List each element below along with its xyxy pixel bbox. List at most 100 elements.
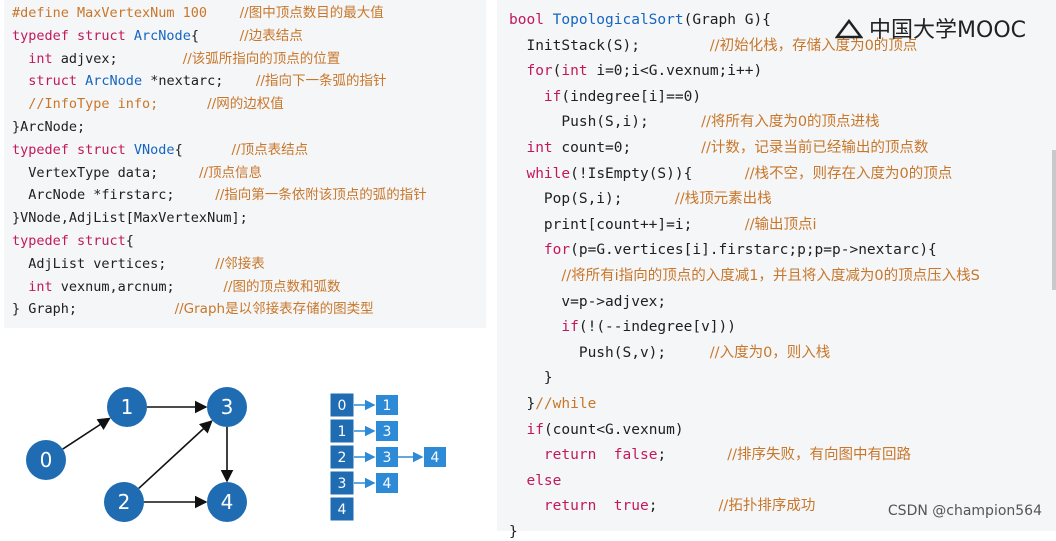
code-token (596, 498, 613, 514)
code-line: if(indegree[i]==0) (509, 88, 701, 106)
scrollbar[interactable] (1052, 150, 1056, 290)
code-token: #define MaxVertexNum 100 (12, 5, 208, 21)
code-line: AdjList vertices; //邻接表 (12, 255, 265, 273)
code-token (509, 498, 544, 514)
arc-node-4 (376, 473, 398, 493)
code-token: //排序失败，有向图中有回路 (727, 447, 912, 464)
code-token: typedef struct (12, 27, 134, 44)
code-token: //入度为0，则入栈 (709, 344, 831, 361)
code-token (596, 447, 613, 463)
code-token: InitStack(S); (509, 37, 710, 54)
arc-node-4 (424, 447, 446, 467)
code-token: }VNode,AdjList[MaxVertexNum]; (12, 210, 248, 227)
code-line: typedef struct ArcNode{ //边表结点 (12, 27, 303, 45)
code-token: while (526, 165, 571, 182)
code-token (509, 268, 561, 284)
code-token (509, 89, 544, 105)
code-token (207, 5, 240, 21)
code-line: VertexType data; //顶点信息 (12, 164, 262, 182)
code-token: false (613, 447, 658, 464)
code-token: Pop(S,i); (509, 191, 675, 208)
code-token: if (526, 421, 544, 438)
code-token (509, 140, 526, 156)
code-token: //将所有i指向的顶点的入度减1，并且将入度减为0的顶点压入栈S (561, 268, 980, 284)
code-token: ArcNode (85, 73, 143, 90)
code-token: (count<G.vexnum) (543, 421, 684, 438)
code-line: for(p=G.vertices[i].firstarc;p;p=p->next… (509, 241, 937, 259)
vertex-cell-label: 4 (338, 502, 347, 518)
code-token: VertexType data; (12, 164, 199, 181)
code-token: (!(--indegree[v])) (578, 319, 736, 336)
code-token: ArcNode (133, 27, 191, 44)
arc-node-label: 4 (431, 450, 440, 466)
arc-node-label: 1 (383, 398, 392, 414)
code-token: int (28, 278, 53, 295)
code-line: int count=0; //计数，记录当前已经输出的顶点数 (509, 139, 928, 157)
code-line: return false; //排序失败，有向图中有回路 (509, 446, 911, 464)
code-token: for (526, 63, 553, 80)
code-token: //网的边权值 (207, 96, 284, 113)
code-line: }ArcNode; (12, 118, 85, 136)
code-token: for (543, 242, 571, 259)
vertex-cell-4 (329, 496, 355, 522)
code-line: InitStack(S); //初始化栈，存储入度为0的顶点 (509, 37, 917, 55)
graph-node-label: 3 (221, 395, 234, 419)
code-token: } (509, 370, 553, 387)
code-token: } (509, 396, 536, 412)
code-token: ; (648, 498, 719, 515)
code-token: if (543, 88, 562, 105)
code-token: count=0; (552, 140, 702, 156)
code-token: //初始化栈，存储入度为0的顶点 (709, 37, 918, 54)
code-token (509, 166, 526, 182)
code-token: //边表结点 (239, 27, 303, 44)
code-line: if(!(--indegree[v])) (509, 318, 736, 336)
code-token: //图的顶点数和弧数 (223, 278, 341, 295)
code-token: TopologicalSort (552, 12, 684, 28)
code-token: ( (552, 63, 562, 80)
code-line: //InfoType info; //网的边权值 (12, 95, 284, 113)
code-token: return (543, 498, 597, 515)
code-token (509, 319, 561, 335)
topological-sort-code-panel: bool TopologicalSort(Graph G){ InitStack… (497, 0, 1056, 540)
arc-node-label: 4 (383, 476, 392, 492)
code-token (509, 63, 526, 79)
arc-node-label: 3 (383, 450, 392, 466)
code-token: //while (535, 396, 597, 412)
code-token: ArcNode *firstarc; (12, 187, 216, 204)
code-token (509, 422, 526, 438)
graph-edge-2-3 (138, 420, 213, 490)
code-token: //Graph是以邻接表存储的图类型 (174, 301, 374, 318)
code-token: print[count++]=i; (509, 216, 745, 233)
graph-edge-0-1 (62, 417, 111, 450)
graph-node-label: 0 (40, 448, 53, 472)
vertex-cell-label: 3 (338, 476, 347, 492)
graph-node-1 (107, 387, 147, 427)
code-token: VNode (133, 141, 175, 158)
code-line: return true; //拓扑排序成功 (509, 497, 815, 515)
code-token: //计数，记录当前已经输出的顶点数 (701, 140, 929, 156)
code-line: Push(S,i); //将所有入度为0的顶点进栈 (509, 113, 879, 131)
csdn-credit: CSDN @champion564 (887, 503, 1042, 519)
code-line: typedef struct VNode{ //顶点表结点 (12, 141, 308, 159)
code-line: }VNode,AdjList[MaxVertexNum]; (12, 209, 248, 227)
graph-node-2 (104, 482, 144, 522)
code-line: }//while (509, 395, 596, 413)
vertex-cell-1 (329, 418, 355, 444)
vertex-cell-label: 2 (338, 450, 347, 466)
code-line: int vexnum,arcnum; //图的顶点数和弧数 (12, 278, 340, 296)
code-token: { (174, 141, 232, 158)
code-token: //图中顶点数目的最大值 (239, 5, 384, 21)
code-token: } Graph; (12, 301, 175, 318)
code-token: (indegree[i]==0) (561, 88, 702, 105)
code-token: //指向下一条弧的指针 (255, 73, 387, 90)
code-token: Push(S,v); (509, 344, 710, 361)
code-token: //输出顶点i (744, 216, 817, 233)
arc-node-3 (376, 447, 398, 467)
code-token: bool (509, 12, 553, 28)
code-token: (!IsEmpty(S)){ (570, 165, 745, 182)
code-line: else (509, 472, 561, 490)
code-token: //栈顶元素出栈 (674, 191, 772, 208)
code-token: if (561, 319, 579, 336)
code-token (12, 279, 28, 295)
